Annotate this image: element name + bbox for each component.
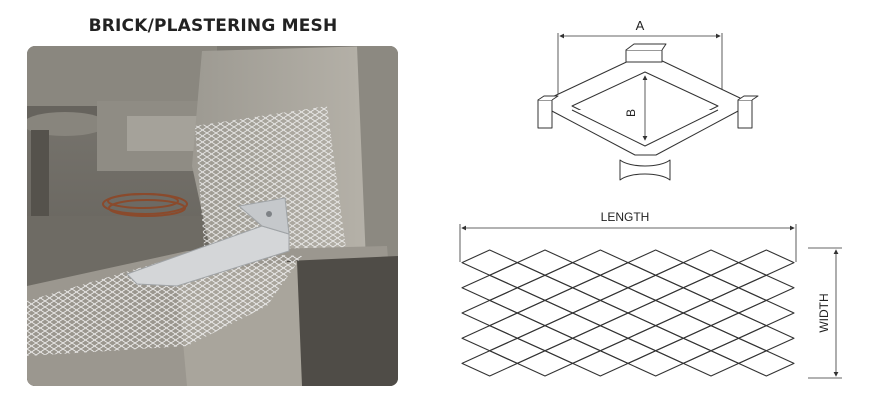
mesh-diamond (738, 274, 795, 301)
photo-brick-mesh (27, 46, 398, 386)
mesh-diamond (461, 249, 518, 276)
mesh-diamond (516, 274, 574, 301)
mesh-diamond (544, 262, 601, 289)
mesh-diamond (627, 299, 684, 327)
mesh-diamond (516, 299, 574, 327)
coiled-wire (102, 193, 188, 217)
mesh-diamond (710, 287, 767, 314)
mesh-diamond (461, 299, 518, 327)
mesh-diamond (489, 337, 546, 364)
mesh-diamond (544, 312, 601, 339)
mesh-diamond (516, 325, 574, 352)
dimension-a-label: A (636, 18, 645, 33)
mesh-diamond (682, 249, 740, 276)
technical-diagram: A B LENGTH WIDTH (459, 18, 842, 379)
mesh-diamond (572, 299, 629, 327)
mesh-diamond (572, 249, 629, 276)
page-title: BRICK/PLASTERING MESH (88, 16, 338, 36)
mesh-diamond (599, 262, 657, 289)
mesh-diamond (682, 350, 740, 377)
mesh-diamond (682, 274, 740, 301)
mesh-diamond (572, 325, 629, 352)
mesh-diamond (738, 249, 795, 276)
dimension-b-label: B (624, 109, 638, 117)
mesh-diamond (710, 337, 767, 364)
mesh-on-block (27, 251, 302, 356)
mesh-diamond (489, 287, 546, 314)
mesh-diamond (655, 337, 712, 364)
mesh-diamond (627, 350, 684, 377)
mesh-diamond (544, 337, 601, 364)
mesh-diamond (627, 249, 684, 276)
mesh-diamond (572, 350, 629, 377)
mesh-diamond (461, 325, 518, 352)
mesh-diamond (655, 287, 712, 314)
mesh-diamond (599, 337, 657, 364)
mesh-sheet (461, 249, 795, 377)
mesh-diamond (516, 249, 574, 276)
mesh-diamond (461, 274, 518, 301)
width-label: WIDTH (817, 293, 831, 332)
mortar-tray (27, 112, 107, 136)
mesh-diamond (572, 274, 629, 301)
mesh-diamond (655, 312, 712, 339)
mesh-diamond (710, 262, 767, 289)
mesh-diamond (489, 262, 546, 289)
mesh-diamond (627, 325, 684, 352)
mesh-diamond (738, 299, 795, 327)
mesh-diamond (738, 350, 795, 377)
mesh-diamond (627, 274, 684, 301)
mesh-diamond (544, 287, 601, 314)
length-label: LENGTH (601, 210, 650, 224)
mesh-diamond (599, 287, 657, 314)
mesh-diamond (682, 299, 740, 327)
diamond-detail (537, 33, 759, 181)
mesh-diamond (599, 312, 657, 339)
length-dimension (459, 224, 797, 262)
mesh-diamond (710, 312, 767, 339)
mesh-diamond (682, 325, 740, 352)
mesh-diamond (489, 312, 546, 339)
mesh-diamond (516, 350, 574, 377)
mesh-diamond (738, 325, 795, 352)
width-dimension (808, 247, 842, 379)
mesh-diamond (655, 262, 712, 289)
mesh-diamond (461, 350, 518, 377)
